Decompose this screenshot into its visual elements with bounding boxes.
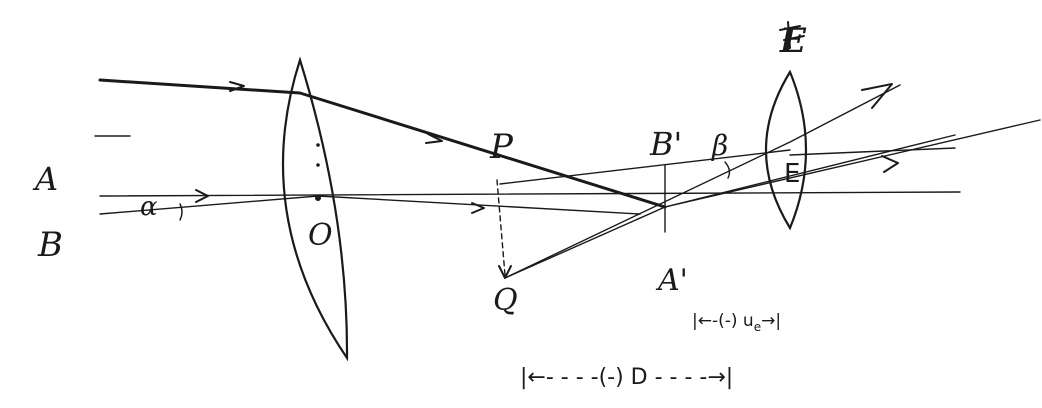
eyepiece-lens: [764, 69, 808, 231]
eye-icon: [779, 21, 805, 49]
lens-dot: [316, 163, 320, 167]
label-a: A: [32, 160, 58, 198]
ray-arrow: [425, 133, 443, 144]
label-a-prime: A': [655, 263, 688, 298]
label-alpha: α: [140, 192, 158, 222]
lens-dot: [316, 143, 320, 147]
label-d: |←- - - -(-) D - - - -→|: [520, 365, 733, 390]
label-q: Q: [493, 283, 518, 318]
label-b: B: [37, 225, 63, 265]
ray-arrow-7: [861, 83, 893, 109]
label-eye: E: [779, 21, 807, 61]
label-p: P: [489, 127, 514, 167]
ray-arrow: [471, 202, 485, 214]
ray-through-eyepiece: [789, 147, 956, 156]
angle-beta-arc: [724, 161, 731, 179]
label-b-prime: B': [649, 125, 682, 163]
ray-arrow: [195, 189, 209, 203]
ray-q-to-eyepiece: [504, 119, 1041, 279]
incident-ray-top: [98, 78, 667, 209]
label-o: O: [308, 218, 333, 253]
label-beta: β: [711, 129, 728, 162]
p-q-line: [496, 179, 506, 276]
label-e: E: [784, 159, 800, 189]
ray-q-upper: [504, 84, 901, 279]
ray-arrow: [881, 155, 899, 173]
angle-alpha-arc: [179, 203, 183, 221]
objective-center-dot: [315, 195, 321, 201]
ray-to-eyepiece: [499, 149, 791, 185]
ray-outgoing: [664, 134, 956, 208]
ray-arrow: [229, 81, 245, 92]
principal-axis: [99, 191, 961, 197]
label-ue: |←-(-) ue→|: [692, 311, 781, 334]
objective-lens: [281, 56, 349, 362]
